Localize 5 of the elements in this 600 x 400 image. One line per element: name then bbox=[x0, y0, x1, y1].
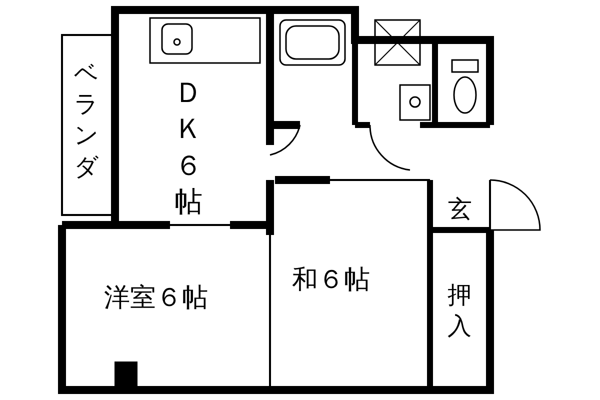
room-label: 玄 bbox=[448, 196, 472, 222]
room-label: ＤＫ６帖 bbox=[174, 75, 204, 221]
room-label: 和６帖 bbox=[292, 266, 370, 295]
room-label: 押入 bbox=[447, 280, 472, 342]
room-label: 洋室６帖 bbox=[104, 284, 208, 313]
